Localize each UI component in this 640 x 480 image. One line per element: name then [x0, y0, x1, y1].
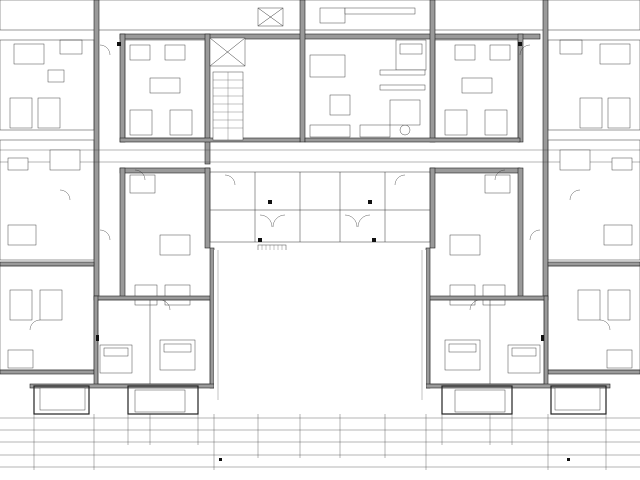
- dimension-lines: [0, 414, 640, 470]
- left-top-unit: [0, 39, 206, 139]
- right-top-unit: [434, 39, 640, 139]
- left-wing: [0, 139, 191, 375]
- lower-right-unit: [425, 247, 611, 415]
- door-symbols: [99, 42, 541, 311]
- courtyard: [214, 250, 426, 400]
- top-center-unit: [309, 7, 427, 138]
